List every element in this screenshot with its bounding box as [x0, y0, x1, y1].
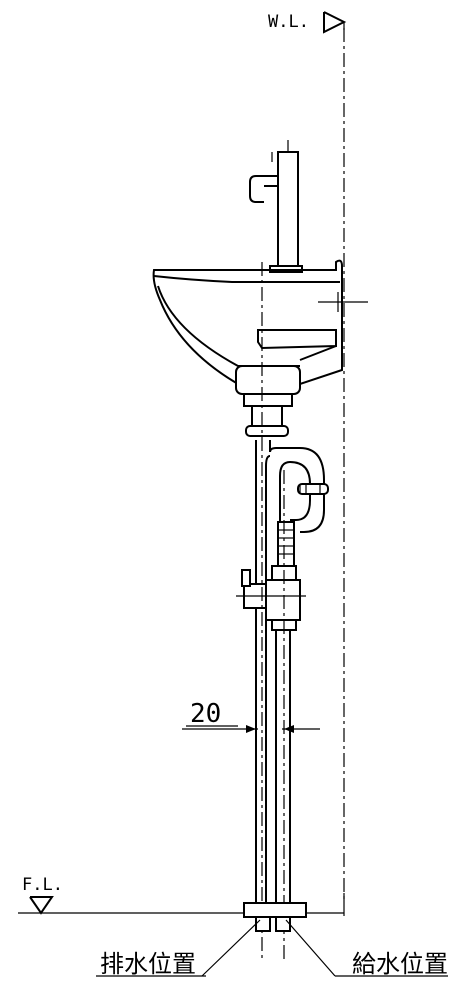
- faucet: [249, 140, 303, 273]
- supply-pipe: [236, 521, 306, 910]
- floor-level-label: F.L.: [22, 875, 63, 895]
- floor-flange: [243, 902, 307, 932]
- p-trap: [255, 440, 329, 910]
- basin-bowl: [152, 259, 368, 385]
- water-level-marker: W.L.: [268, 11, 347, 34]
- water-level-label: W.L.: [268, 12, 309, 32]
- leader-lines: [96, 919, 448, 977]
- dimension-20: 20: [182, 699, 320, 733]
- floor-level-marker: F.L.: [18, 875, 344, 915]
- centre-lines: [261, 262, 285, 960]
- drain-outlet: [235, 365, 301, 437]
- supply-position-label: 給水位置: [352, 950, 448, 978]
- drain-position-label: 排水位置: [100, 950, 196, 978]
- dimension-value: 20: [190, 699, 221, 729]
